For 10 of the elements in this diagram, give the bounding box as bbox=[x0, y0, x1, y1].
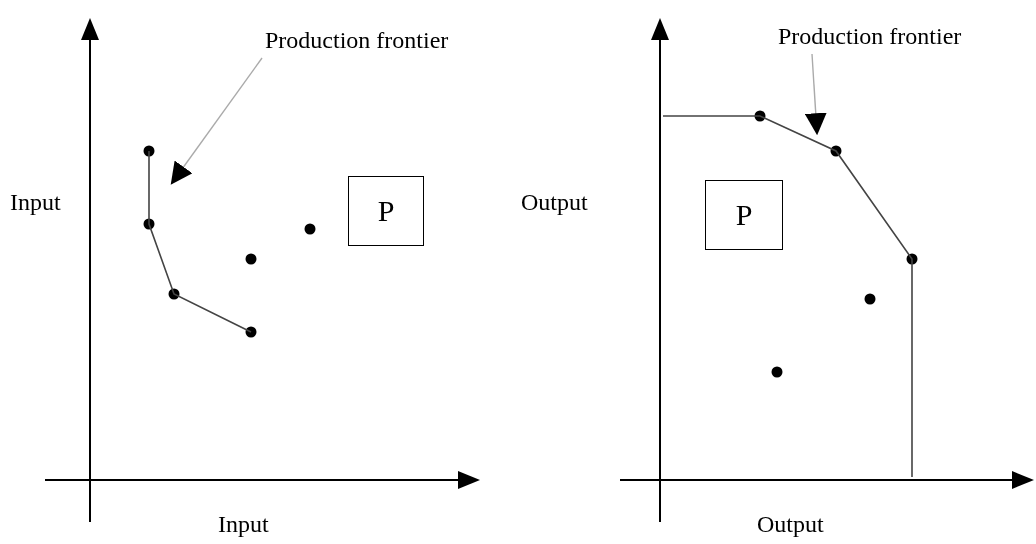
axis-label: Input bbox=[10, 190, 61, 214]
axis-label: Input bbox=[218, 512, 269, 536]
axis-label: Output bbox=[757, 512, 824, 536]
frontier-label: Production frontier bbox=[265, 28, 449, 52]
leader-line bbox=[804, 53, 827, 136]
axis-label: Output bbox=[521, 190, 588, 214]
point-box: P bbox=[705, 180, 783, 250]
frontier-label: Production frontier bbox=[778, 24, 962, 48]
leader-line bbox=[170, 57, 263, 185]
point-box: P bbox=[348, 176, 424, 246]
